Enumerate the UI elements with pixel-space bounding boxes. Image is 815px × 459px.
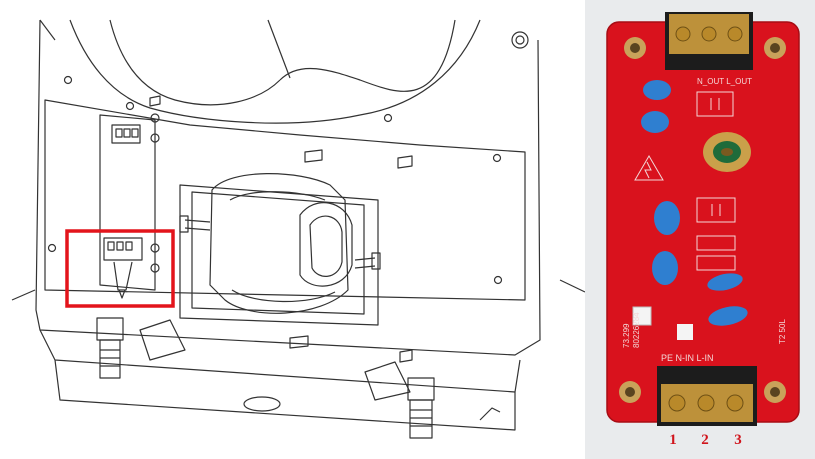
drawing-svg [11,19,585,439]
capacitor [643,80,671,100]
common-mode-choke [703,132,751,172]
lower-connector [103,237,143,261]
base [39,329,521,393]
foot-right [407,377,435,401]
hole [492,153,502,163]
terminal-block-bottom [657,366,757,426]
top-silkscreen-text: N_OUT L_OUT [697,77,752,86]
pcb-svg: N_OUT L_OUT PE N-IN L-IN 73.299 80226284… [606,12,800,426]
highlight-box [65,229,175,308]
transformer-core [209,173,349,314]
mounting-plate [44,99,526,301]
varistor [632,306,652,326]
transformer-bracket [179,184,379,326]
filter-board [99,114,156,291]
capacitor [652,251,678,285]
bottom-silkscreen-text: PE N-IN L-IN [661,353,714,363]
hole [47,243,57,253]
hole [493,275,503,285]
fuse [677,324,693,340]
mounting-holes [619,37,786,403]
silkscreen-graphics [634,91,736,271]
pcb-photo: N_OUT L_OUT PE N-IN L-IN 73.299 80226284… [585,0,815,459]
terminal-label-3: 3 [734,432,742,448]
hole [63,75,73,85]
upper-connector [111,124,141,144]
part-number-text: 73.299 [622,323,631,348]
capacitor [641,111,669,133]
terminal-block-top [665,12,753,70]
housing-outline [35,19,541,356]
terminal-label-1: 1 [669,432,677,448]
side-silkscreen-text: T2 50L [778,319,787,344]
capacitor [707,273,743,291]
hole [383,113,393,123]
hole [125,101,135,111]
foot-left [96,317,124,341]
technical-drawing [11,19,585,439]
capacitor [708,306,748,326]
terminal-label-2: 2 [701,432,709,448]
top-dome [109,19,281,106]
part-code-text: 80226284 [632,312,641,348]
capacitor [654,201,680,235]
